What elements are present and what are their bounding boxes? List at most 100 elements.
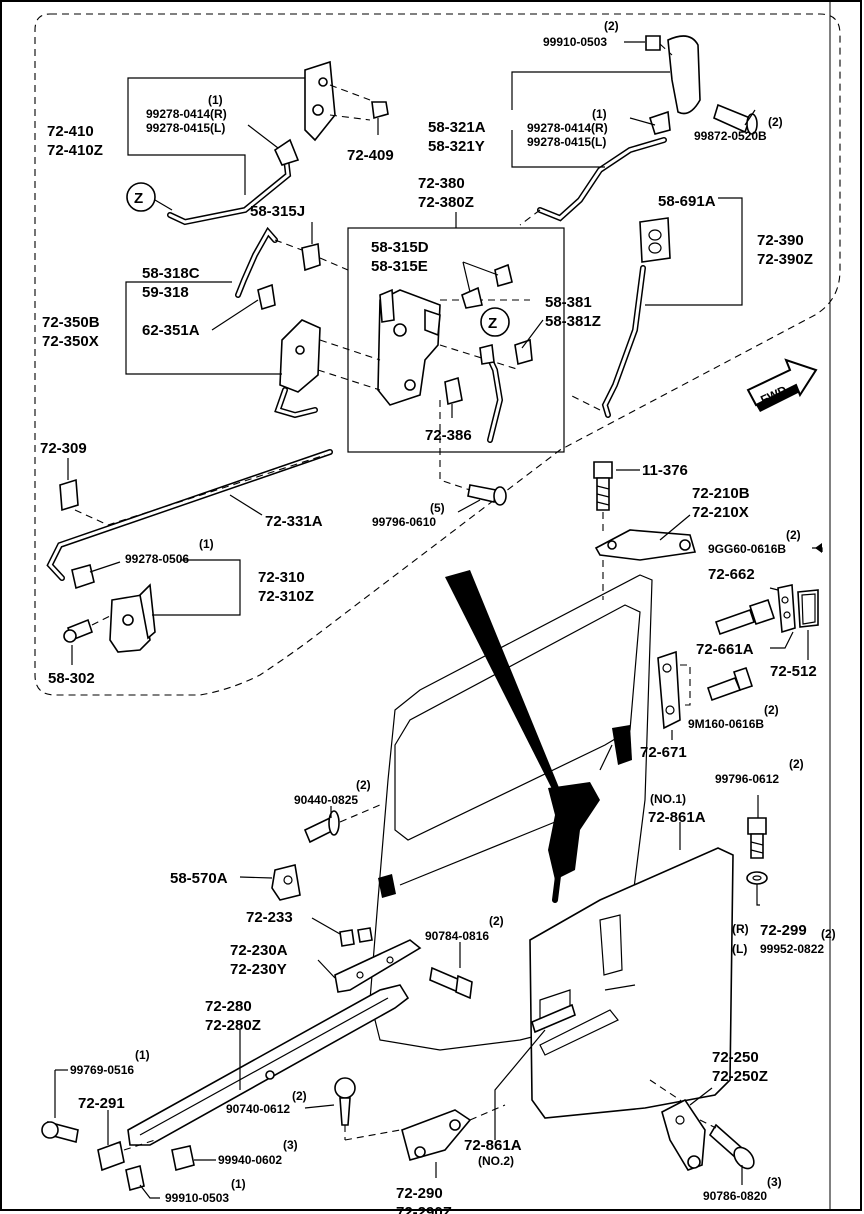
qty-label: (2)	[292, 1089, 307, 1103]
clip-58-315j	[301, 222, 349, 272]
clip-72-309	[59, 458, 79, 512]
label-72-380z: 72-380Z	[418, 194, 474, 211]
label-72-280z: 72-280Z	[205, 1017, 261, 1034]
label-72-250: 72-250	[712, 1049, 759, 1066]
bolt-99769-0516	[41, 1121, 79, 1143]
qty-label: (1)	[592, 107, 607, 121]
latch-72-310	[71, 564, 156, 653]
label-72-310: 72-310	[258, 569, 305, 586]
label-99278-0414r-b: 99278-0414(R)	[527, 121, 608, 135]
pad-72-512	[797, 589, 819, 628]
bolt-90784-0816	[429, 966, 473, 1000]
ref-z-label-1: Z	[134, 190, 143, 207]
qty-label: (1)	[199, 537, 214, 551]
bracket-58-570a	[271, 864, 301, 901]
ref-z-circle-1	[126, 182, 156, 212]
hinge-72-210b	[594, 529, 697, 561]
label-72-386: 72-386	[425, 427, 472, 444]
label-58-315d: 58-315D	[371, 239, 429, 256]
label-72-390: 72-390	[757, 232, 804, 249]
qty-label: (3)	[283, 1138, 298, 1152]
rod-72-390	[569, 265, 646, 418]
nut-72-409	[371, 101, 389, 135]
label-99910-0503b: 99910-0503	[165, 1191, 229, 1205]
wiring-harness	[378, 725, 632, 903]
label-72-512: 72-512	[770, 663, 817, 680]
label-72-390z: 72-390Z	[757, 251, 813, 268]
rod-58-321a	[537, 110, 671, 222]
label-90740-0612: 90740-0612	[226, 1102, 290, 1116]
qty-label: (2)	[356, 778, 371, 792]
plate-72-661a	[777, 584, 796, 634]
label-99940-0602: 99940-0602	[218, 1153, 282, 1167]
qty-label: (1)	[208, 93, 223, 107]
label-58-321a: 58-321A	[428, 119, 486, 136]
rod-72-410	[167, 138, 300, 226]
qty-label: (2)	[489, 914, 504, 928]
stopper-72-291	[97, 1139, 156, 1172]
label-72-309: 72-309	[40, 440, 87, 457]
cover-58-691a	[639, 217, 671, 263]
label-62-351a: 62-351A	[142, 322, 200, 339]
qty-label: (3)	[767, 1175, 782, 1189]
screw-90740-0612	[334, 1077, 356, 1140]
label-99278-0415l: 99278-0415(L)	[146, 121, 225, 135]
bolt-99796-0610	[467, 484, 507, 506]
label-99872-0520b: 99872-0520B	[694, 129, 767, 143]
qty-label: (5)	[430, 501, 445, 515]
qty-label: (1)	[135, 1048, 150, 1062]
label-72-299: 72-299	[760, 922, 807, 939]
lock-mechanism	[377, 288, 530, 406]
lock-link-rod	[445, 570, 560, 795]
label-72-290z: 72-290Z	[396, 1204, 452, 1214]
screw-99872	[713, 103, 758, 135]
screw-58-302	[63, 614, 113, 665]
actuator-72-350b	[274, 319, 381, 419]
qty-label: (2)	[786, 528, 801, 542]
label-90784-0816: 90784-0816	[425, 929, 489, 943]
bracket-72-230a	[334, 939, 422, 993]
label-58-315j: 58-315J	[250, 203, 305, 220]
label-72-280: 72-280	[205, 998, 252, 1015]
qty-label: (2)	[768, 115, 783, 129]
label-9gg60: 9GG60-0616B	[708, 542, 786, 556]
label-99278-0414r: 99278-0414(R)	[146, 107, 227, 121]
label-72-331a: 72-331A	[265, 513, 323, 530]
label-l: (L)	[732, 942, 747, 956]
fwd-arrow-icon	[746, 358, 818, 412]
label-58-302: 58-302	[48, 670, 95, 687]
trim-panel-72-861a-no2	[531, 1003, 576, 1034]
label-72-290: 72-290	[396, 1185, 443, 1202]
bolt-72-662	[714, 598, 776, 636]
label-58-691a: 58-691A	[658, 193, 716, 210]
label-72-671: 72-671	[640, 744, 687, 761]
bolt-99796-0612	[747, 817, 767, 859]
washer-72-299	[746, 871, 768, 885]
label-11-376: 11-376	[642, 462, 688, 479]
label-72-661a: 72-661A	[696, 641, 754, 658]
label-99278-0506: 99278-0506	[125, 552, 189, 566]
ref-z-circle-2	[480, 307, 510, 337]
clip-99910-0503	[125, 1164, 145, 1192]
clip-58-315d	[461, 263, 513, 309]
label-72-310z: 72-310Z	[258, 588, 314, 605]
clip-62-351a	[257, 283, 276, 311]
label-72-230a: 72-230A	[230, 942, 288, 959]
hinge-72-250	[661, 1098, 706, 1171]
label-99952-0822: 99952-0822	[760, 942, 824, 956]
label-72-410: 72-410	[47, 123, 94, 140]
rail-72-280	[127, 984, 410, 1146]
rod-58-381	[479, 338, 533, 443]
label-99796-0612: 99796-0612	[715, 772, 779, 786]
hinge-upper-left	[304, 60, 371, 142]
label-no2: (NO.2)	[478, 1154, 514, 1168]
label-72-380: 72-380	[418, 175, 465, 192]
label-99278-0415l-b: 99278-0415(L)	[527, 135, 606, 149]
label-72-230y: 72-230Y	[230, 961, 287, 978]
label-99910-0503a: 99910-0503	[543, 35, 607, 49]
label-r: (R)	[732, 922, 749, 936]
bolt-90440-0825	[303, 804, 381, 844]
qty-label: (2)	[789, 757, 804, 771]
